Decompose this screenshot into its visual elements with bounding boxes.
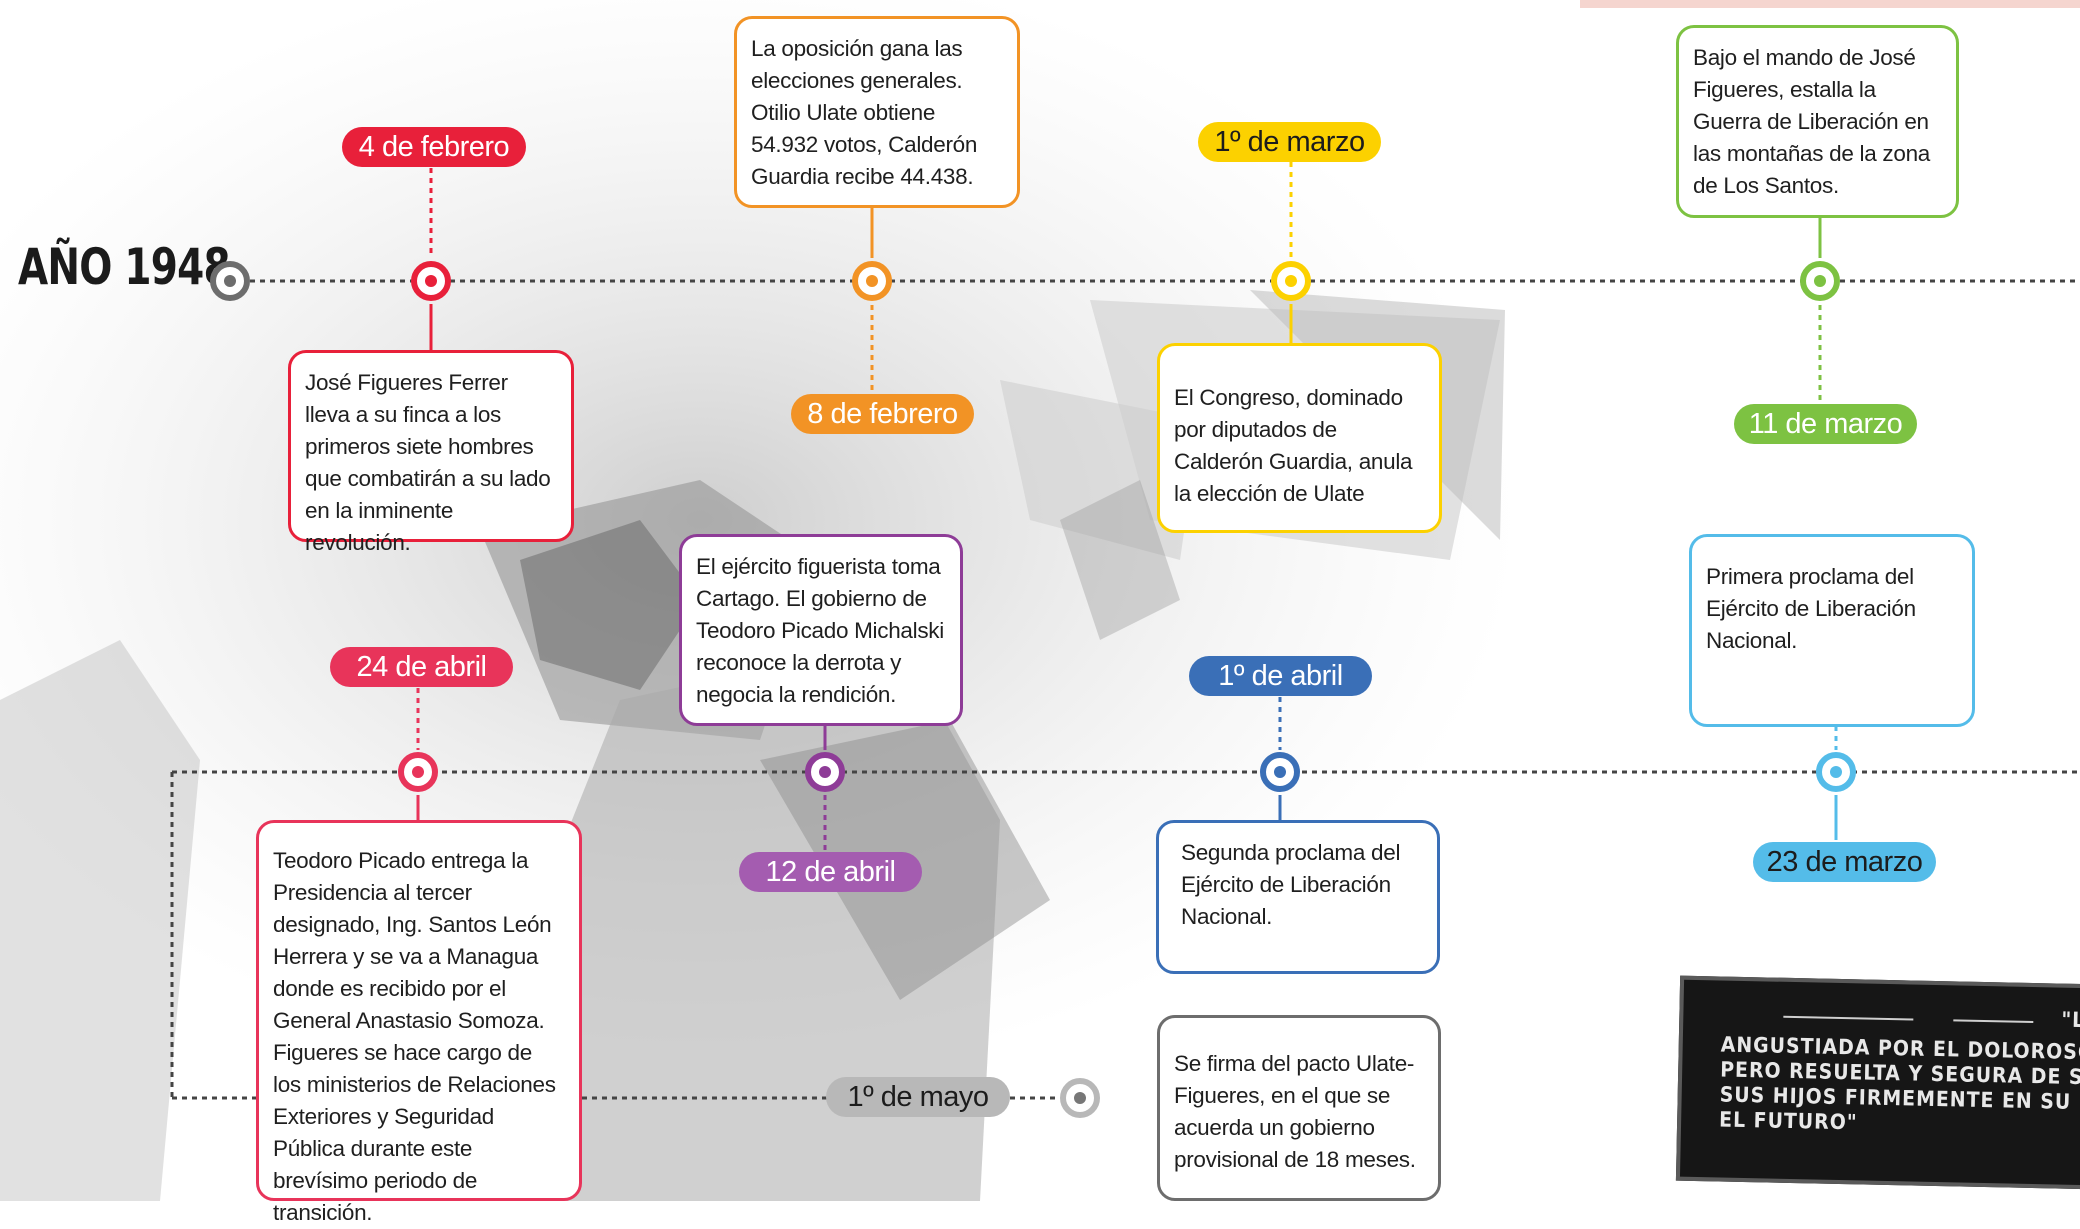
date-label-11-mar: 11 de marzo: [1734, 404, 1917, 444]
node-1-abr-icon: [1260, 752, 1300, 792]
timeline-lines: [170, 162, 2080, 1100]
node-24-abr-icon: [398, 752, 438, 792]
event-card-4-feb: José Figueres Ferrer lleva a su finca a …: [288, 350, 574, 555]
date-label-1-may: 1º de mayo: [826, 1077, 1010, 1117]
date-label-1-abr: 1º de abril: [1189, 656, 1372, 696]
date-label-24-abr: 24 de abril: [330, 647, 513, 687]
date-label-8-feb: 8 de febrero: [791, 394, 974, 434]
event-card-12-abr: El ejército figuerista toma Cartago. El …: [679, 534, 963, 726]
event-card-8-feb: La oposición gana las elecciones general…: [734, 16, 1020, 208]
event-card-1-mar: El Congreso, dominado por diputados de C…: [1157, 343, 1442, 533]
plaque-photo: "L ANGUSTIADA POR EL DOLOROSO PASADO PER…: [1675, 975, 2080, 1190]
page-title: AÑO 1948: [18, 238, 231, 296]
node-1-may-icon: [1060, 1078, 1100, 1118]
plaque-line-4: EL FUTURO": [1718, 1107, 1858, 1135]
event-card-11-mar: Bajo el mando de José Figueres, estalla …: [1676, 25, 1959, 218]
event-card-23-mar: Primera proclama del Ejército de Liberac…: [1689, 534, 1975, 727]
date-label-12-abr: 12 de abril: [739, 852, 922, 892]
node-1-mar-icon: [1271, 261, 1311, 301]
event-card-24-abr: Teodoro Picado entrega la Presidencia al…: [256, 820, 582, 1225]
node-11-mar-icon: [1800, 261, 1840, 301]
date-label-4-feb: 4 de febrero: [342, 127, 526, 167]
node-23-mar-icon: [1816, 752, 1856, 792]
start-node-icon: [210, 261, 250, 301]
node-4-feb-icon: [411, 261, 451, 301]
node-12-abr-icon: [805, 752, 845, 792]
date-label-23-mar: 23 de marzo: [1753, 842, 1936, 882]
node-8-feb-icon: [852, 261, 892, 301]
event-card-1-abr: Segunda proclama del Ejército de Liberac…: [1156, 820, 1440, 974]
date-label-1-mar: 1º de marzo: [1198, 122, 1381, 162]
event-card-1-may: Se firma del pacto Ulate-Figueres, en el…: [1157, 1015, 1441, 1201]
plaque-quote: "L: [2061, 1007, 2080, 1033]
